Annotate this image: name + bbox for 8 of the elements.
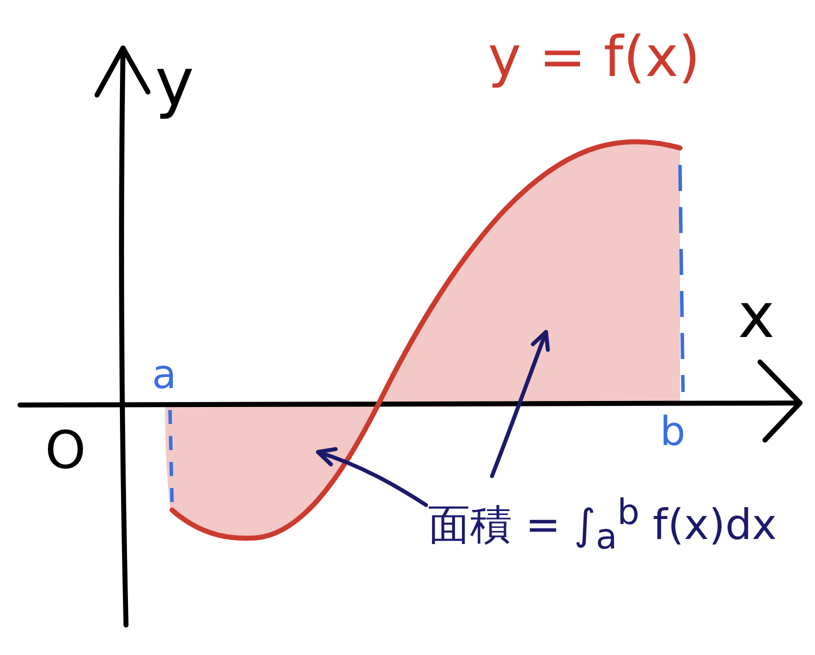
axis-label: x (738, 285, 775, 347)
origin-label: O (45, 425, 86, 477)
bound-label: b (660, 412, 686, 452)
curve-label: y = f(x) (488, 30, 700, 86)
bound-label: a (152, 355, 177, 395)
arrow (490, 330, 550, 478)
arrow (316, 447, 428, 507)
area-formula: 面積 = ∫$_{a}$$^{b}$ f(x)dx (428, 496, 777, 556)
